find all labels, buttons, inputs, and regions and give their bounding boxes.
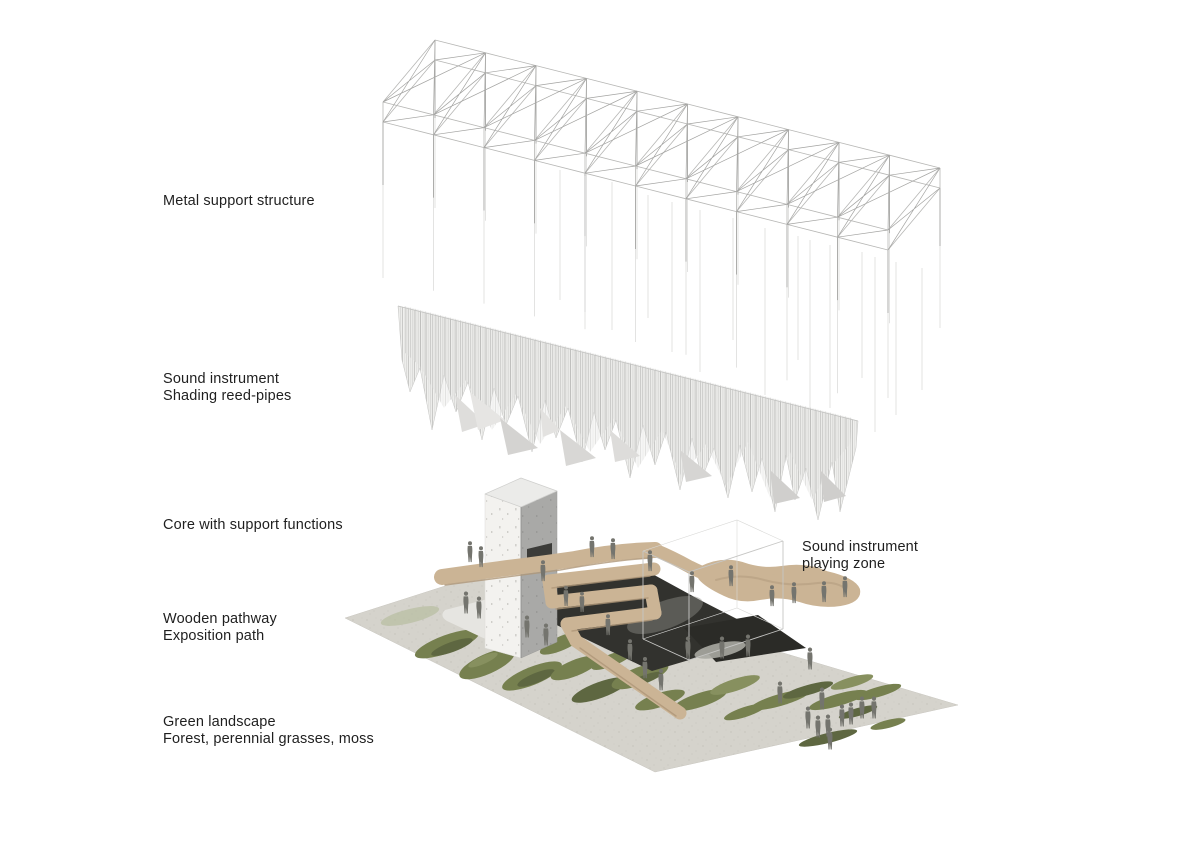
label-line: Sound instrument	[802, 539, 919, 555]
label-sound-instrument-shading: Sound instrument Shading reed-pipes	[163, 371, 291, 405]
reed-pipes-layer	[397, 305, 859, 521]
metal-support-structure-layer	[382, 39, 941, 432]
label-line: Forest, perennial grasses, moss	[163, 731, 374, 747]
label-line: playing zone	[802, 556, 886, 572]
label-wooden-pathway: Wooden pathway Exposition path	[163, 611, 277, 645]
label-line: Green landscape	[163, 714, 276, 730]
label-line: Wooden pathway	[163, 611, 277, 627]
playing-zone-box	[642, 519, 784, 661]
label-line: Sound instrument	[163, 371, 280, 387]
zigzag-ramps	[542, 562, 687, 720]
label-line: Exposition path	[163, 628, 265, 644]
hanging-rods	[559, 170, 923, 432]
shadow-fade	[627, 596, 703, 634]
moss-patch	[380, 606, 440, 626]
reed-pipes-facets	[455, 392, 846, 504]
label-line: Core with support functions	[163, 517, 343, 533]
tower-right-face-texture	[521, 491, 557, 658]
label-sound-instrument-playing-zone: Sound instrument playing zone	[802, 539, 918, 573]
label-green-landscape: Green landscape Forest, perennial grasse…	[163, 714, 374, 748]
zigzag-edges	[551, 575, 677, 717]
upper-deck-edge	[444, 557, 653, 586]
wooden-pathway-layer	[434, 542, 861, 720]
label-line: Metal support structure	[163, 193, 315, 209]
tower-top-face	[484, 477, 558, 508]
label-line: Shading reed-pipes	[163, 388, 292, 404]
label-metal-support-structure: Metal support structure	[163, 193, 315, 210]
ground-ramp	[569, 634, 687, 720]
reed-pipes-top-edge	[397, 305, 859, 422]
reed-pipes-depth-overlay	[404, 306, 852, 500]
label-core-with-support-functions: Core with support functions	[163, 517, 343, 534]
playing-deck-wave	[715, 575, 847, 590]
